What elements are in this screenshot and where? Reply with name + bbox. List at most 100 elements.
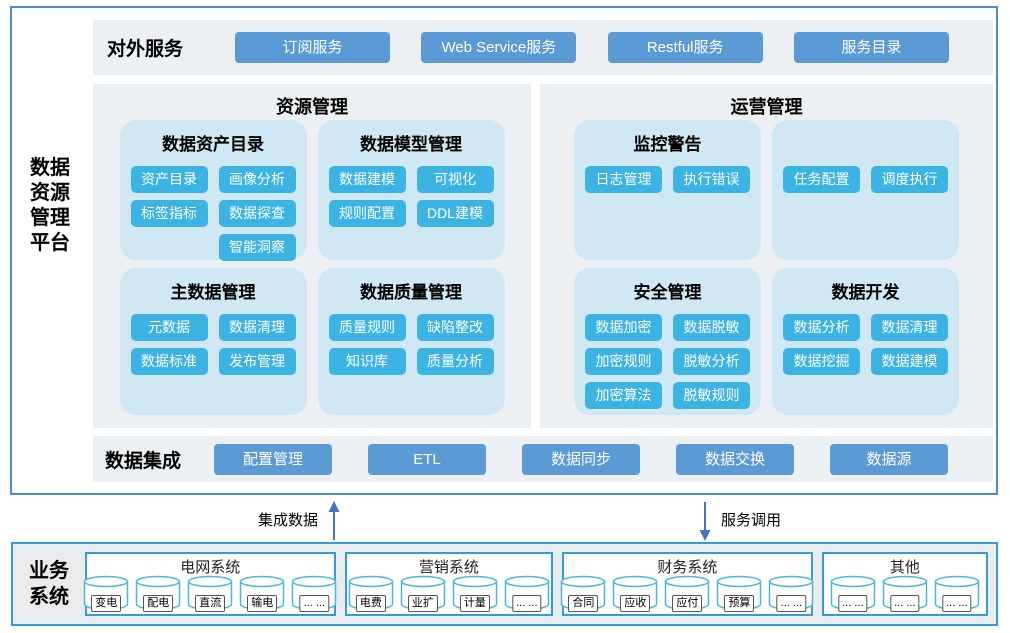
database-icon: ... ... — [768, 575, 814, 612]
module-button[interactable]: 执行错误 — [673, 166, 750, 193]
resource-management-boxes: 数据资产目录资产目录画像分析标签指标数据探查智能洞察数据模型管理数据建模可视化规… — [93, 120, 531, 415]
integration-button[interactable]: ETL — [368, 443, 486, 475]
data-integration-section: 数据集成 配置管理 ETL 数据同步 数据交换 数据源 — [93, 436, 993, 482]
database-icon: 配电 — [135, 575, 181, 612]
data-integration-label: 数据集成 — [105, 450, 182, 472]
database-label: ... ... — [942, 595, 972, 612]
integration-button[interactable]: 配置管理 — [214, 443, 332, 475]
business-label-line: 系统 — [29, 586, 69, 608]
module-button[interactable]: 数据探查 — [218, 200, 296, 227]
external-service-button[interactable]: Restful服务 — [607, 32, 763, 63]
module-button[interactable]: 知识库 — [328, 348, 406, 375]
database-label: 电费 — [355, 595, 386, 612]
module-button[interactable]: 调度执行 — [871, 166, 948, 193]
module-button[interactable]: 数据分析 — [783, 314, 860, 341]
module-buttons: 质量规则缺陷整改知识库质量分析 — [318, 314, 505, 375]
business-system-box: 营销系统电费业扩计量... ... — [344, 552, 554, 616]
integration-data-flow-label: 集成数据 — [258, 512, 319, 529]
module-box: 安全管理数据加密数据脱敏加密规则脱敏分析加密算法脱敏规则 — [574, 268, 761, 415]
up-arrow-icon — [326, 501, 342, 546]
module-buttons: 数据建模可视化规则配置 DDL建模 — [318, 166, 505, 227]
database-icon: 合同 — [560, 575, 606, 612]
module-button[interactable]: 缺陷整改 — [416, 314, 494, 341]
module-buttons: 任务配置调度执行 — [772, 166, 959, 193]
module-buttons: 数据加密数据脱敏加密规则脱敏分析加密算法脱敏规则 — [574, 314, 761, 409]
module-button[interactable]: 元数据 — [130, 314, 208, 341]
module-button[interactable]: 数据标准 — [130, 348, 208, 375]
database-label: ... ... — [776, 595, 807, 612]
operation-management-panel: 运营管理 监控警告日志管理执行错误任务配置调度执行安全管理数据加密数据脱敏加密规… — [540, 84, 993, 428]
module-box-title: 数据资产目录 — [162, 135, 264, 154]
external-service-button[interactable]: 订阅服务 — [235, 32, 390, 63]
module-button[interactable]: 质量规则 — [328, 314, 406, 341]
database-icon: 应收 — [612, 575, 658, 612]
module-button[interactable]: 脱敏规则 — [673, 382, 750, 409]
module-box-title: 监控警告 — [633, 135, 702, 154]
database-label: 业扩 — [407, 595, 438, 612]
module-box-title: 安全管理 — [633, 283, 702, 302]
module-box: 任务配置调度执行 — [772, 120, 959, 260]
database-label: ... ... — [890, 595, 920, 612]
module-box: 主数据管理元数据数据清理数据标准发布管理 — [119, 268, 307, 415]
module-button[interactable]: 发布管理 — [218, 348, 296, 375]
database-label: 应付 — [672, 595, 703, 612]
module-button[interactable]: 加密算法 — [585, 382, 662, 409]
database-label: 合同 — [568, 595, 599, 612]
module-box: 数据开发数据分析数据清理数据挖掘数据建模 — [772, 268, 959, 415]
database-icon: 业扩 — [400, 575, 446, 612]
platform-label: 数据资源管理平台 — [24, 156, 76, 256]
module-button[interactable]: 任务配置 — [783, 166, 860, 193]
module-button[interactable]: 数据加密 — [585, 314, 662, 341]
database-row: 合同应收应付 预算 ... ... — [561, 575, 814, 612]
module-button[interactable]: 智能洞察 — [218, 234, 296, 261]
database-label: 直流 — [195, 595, 226, 612]
database-icon: 应付 — [664, 575, 710, 612]
database-icon: 直流 — [187, 575, 233, 612]
database-row: ... ...... ...... ... — [824, 575, 986, 612]
module-button[interactable]: 脱敏分析 — [673, 348, 750, 375]
platform-label-line: 资源 — [30, 182, 70, 204]
integration-button[interactable]: 数据交换 — [676, 443, 794, 475]
integration-button[interactable]: 数据同步 — [522, 443, 640, 475]
database-label: 预算 — [724, 595, 755, 612]
module-buttons: 元数据数据清理数据标准发布管理 — [120, 314, 307, 375]
module-button[interactable]: 数据清理 — [218, 314, 296, 341]
module-button[interactable]: 规则配置 — [328, 200, 406, 227]
module-button[interactable]: 数据挖掘 — [783, 348, 860, 375]
module-button[interactable]: 数据建模 — [871, 348, 948, 375]
database-label: ... ... — [512, 595, 542, 612]
data-integration-buttons: 配置管理 ETL 数据同步 数据交换 数据源 — [197, 443, 993, 475]
module-button[interactable]: 资产目录 — [130, 166, 208, 193]
module-box: 数据模型管理数据建模可视化规则配置 DDL建模 — [317, 120, 505, 260]
business-label-line: 业务 — [29, 560, 69, 582]
database-label: 计量 — [459, 595, 490, 612]
integration-button[interactable]: 数据源 — [830, 443, 948, 475]
module-button[interactable]: 标签指标 — [130, 200, 208, 227]
business-systems-panel: 业务系统 电网系统变电配电直流输电... ...营销系统电费业扩计量... ..… — [11, 542, 998, 626]
module-box-title — [772, 130, 959, 166]
module-button[interactable]: 数据建模 — [328, 166, 406, 193]
business-system-title: 其他 — [889, 559, 920, 576]
external-services-buttons: 订阅服务 Web Service服务 Restful服务服务目录 — [223, 32, 993, 63]
platform-label-line: 数据 — [30, 157, 70, 179]
module-button[interactable]: 日志管理 — [585, 166, 662, 193]
module-button[interactable]: DDL建模 — [416, 200, 494, 227]
module-button[interactable]: 质量分析 — [416, 348, 494, 375]
module-button[interactable]: 数据脱敏 — [673, 314, 750, 341]
module-box: 数据资产目录资产目录画像分析标签指标数据探查智能洞察 — [119, 120, 307, 261]
database-icon: 电费 — [348, 575, 394, 612]
database-label: ... ... — [299, 595, 329, 612]
module-button[interactable]: 数据清理 — [871, 314, 948, 341]
module-button[interactable]: 加密规则 — [585, 348, 662, 375]
database-label: 变电 — [91, 595, 122, 612]
platform-label-line: 管理 — [30, 207, 70, 229]
module-button[interactable]: 可视化 — [416, 166, 494, 193]
module-box-title: 数据模型管理 — [360, 135, 462, 154]
database-icon: 计量 — [452, 575, 498, 612]
external-service-button[interactable]: Web Service服务 — [421, 32, 577, 63]
down-arrow-icon — [697, 501, 713, 546]
external-service-button[interactable]: 服务目录 — [793, 32, 949, 63]
module-button[interactable]: 画像分析 — [218, 166, 296, 193]
